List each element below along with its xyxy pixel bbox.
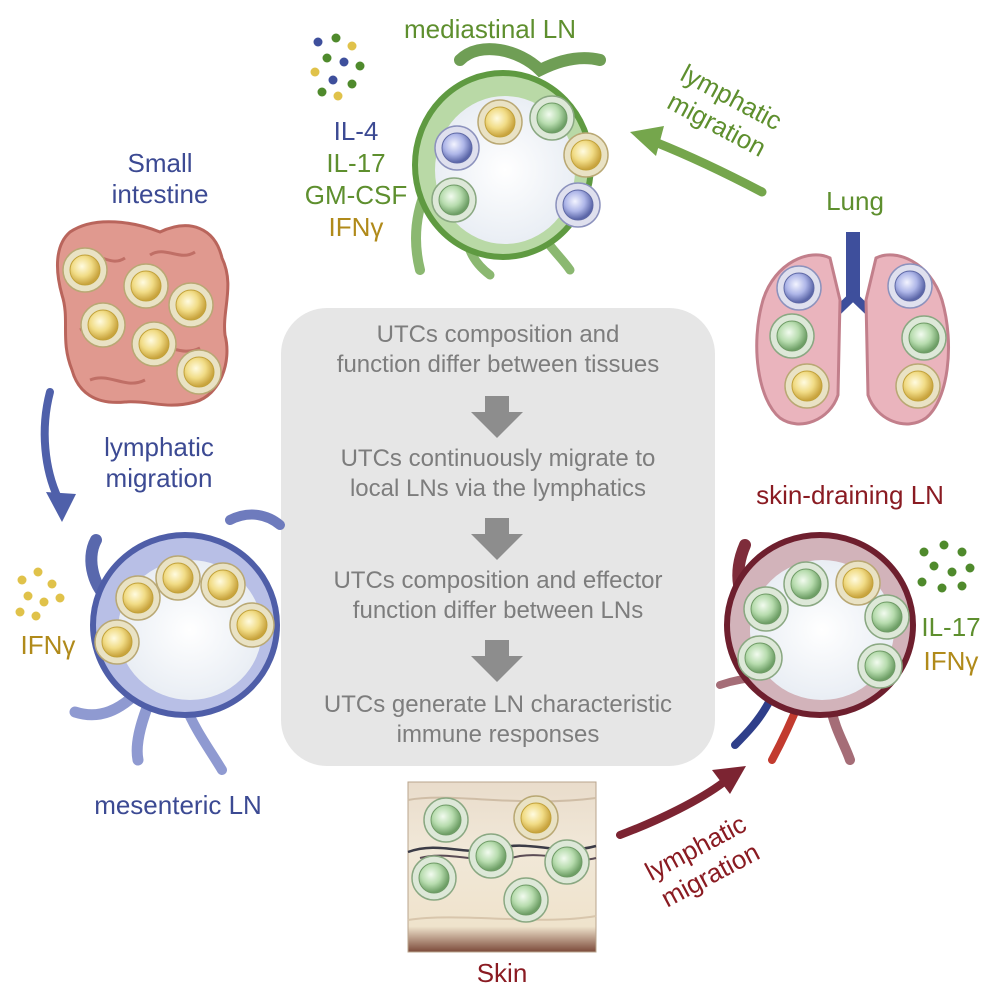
cytokine-dots-skin-draining: [917, 540, 975, 593]
skin-graphic: [407, 781, 597, 953]
small-intestine-line-2: intestine: [111, 178, 209, 209]
panel-step-4-line-1: UTCs generate LN characteristic: [323, 691, 673, 718]
panel-step-2-line-2: local LNs via the lymphatics: [349, 475, 647, 502]
panel-step-4-line-2: immune responses: [396, 721, 600, 748]
panel-step-2-line-1: UTCs continuously migrate to: [340, 445, 656, 472]
intestine-migration-arrow: [40, 388, 62, 502]
small-intestine-line-1: Small: [127, 148, 193, 178]
panel-step-1-line-2: function differ between tissues: [336, 351, 660, 378]
panel-step-1: UTCs composition and function differ bet…: [283, 320, 713, 380]
intestine-migration-label: lymphatic migration: [84, 432, 234, 493]
mediastinal-ln-graphic: [411, 43, 609, 280]
cytokine-il17-mediastinal: IL-17: [326, 148, 386, 178]
cytokine-ifng-mesenteric: IFNγ: [20, 630, 76, 660]
mesenteric-ln-label: mesenteric LN: [94, 790, 262, 820]
skin-migration-arrow: [616, 778, 728, 839]
panel-step-3-line-2: function differ between LNs: [352, 597, 644, 624]
panel-step-3: UTCs composition and effector function d…: [283, 566, 713, 626]
cytokine-gmcsf: GM-CSF: [304, 180, 408, 210]
lung-migration-arrow: [650, 137, 767, 197]
small-intestine-label: Small intestine: [90, 148, 230, 209]
panel-step-3-line-1: UTCs composition and effector: [333, 567, 663, 594]
cytokine-ifng-mediastinal: IFNγ: [328, 212, 384, 242]
small-intestine-graphic: [56, 220, 230, 407]
intestine-migration-line-2: migration: [105, 462, 213, 493]
skin-label: Skin: [476, 958, 528, 988]
panel-step-2: UTCs continuously migrate to local LNs v…: [283, 444, 713, 504]
panel-step-4: UTCs generate LN characteristic immune r…: [283, 690, 713, 750]
lung-label: Lung: [826, 186, 884, 216]
skin-draining-ln-graphic: [716, 532, 916, 765]
mesenteric-ln-graphic: [69, 509, 285, 775]
lung-graphic: [755, 232, 951, 426]
intestine-migration-line-1: lymphatic: [104, 432, 214, 462]
panel-step-1-line-1: UTCs composition and: [376, 321, 620, 348]
cytokine-il17-skin: IL-17: [921, 612, 981, 642]
cytokine-dots-mesenteric: [15, 567, 65, 621]
cytokine-ifng-skin: IFNγ: [923, 646, 979, 676]
cytokine-il4: IL-4: [333, 116, 379, 146]
down-arrow-2: [471, 518, 523, 560]
down-arrow-3: [471, 640, 523, 682]
mediastinal-ln-label: mediastinal LN: [404, 14, 576, 44]
skin-draining-ln-label: skin-draining LN: [756, 480, 944, 510]
down-arrow-1: [471, 396, 523, 438]
cytokine-dots-mediastinal: [310, 33, 365, 101]
